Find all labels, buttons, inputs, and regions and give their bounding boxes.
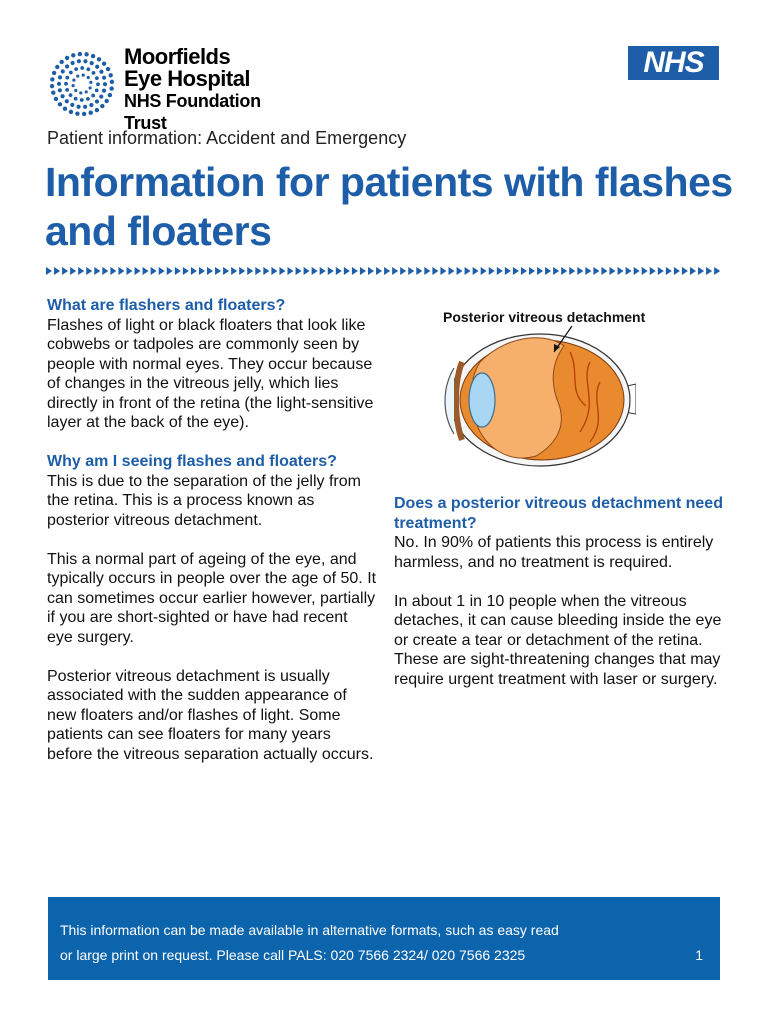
document-category: Patient information: Accident and Emerge… — [47, 128, 407, 148]
moorfields-sunburst-icon — [49, 51, 115, 117]
paragraph-what-are: Flashes of light or black floaters that … — [47, 316, 374, 432]
logo-trust: NHS Foundation Trust — [124, 91, 261, 133]
heading-what-are: What are flashers and floaters? — [47, 297, 286, 314]
logo-name-line2: Eye Hospital — [124, 66, 251, 91]
arrow-divider — [46, 267, 721, 275]
footer-line-2: or large print on request. Please call P… — [60, 947, 526, 963]
paragraph-why-2: This a normal part of ageing of the eye,… — [47, 550, 377, 646]
logo-name-line1: Moorfields — [124, 44, 231, 69]
moorfields-logo: Moorfields Eye Hospital NHS Foundation T… — [48, 44, 298, 133]
footer-line-1: This information can be made available i… — [60, 922, 559, 938]
nhs-logo: NHS — [628, 46, 719, 80]
heading-treatment: Does a posterior vitreous detachment nee… — [394, 495, 723, 532]
eye-cross-section-icon — [444, 325, 636, 467]
page-number: 1 — [695, 947, 703, 963]
heading-why: Why am I seeing flashes and floaters? — [47, 453, 337, 470]
paragraph-why-1: This is due to the separation of the jel… — [47, 472, 361, 529]
paragraph-treatment-1: No. In 90% of patients this process is e… — [394, 534, 714, 571]
left-column: What are flashers and floaters? Flashes … — [47, 296, 377, 784]
paragraph-treatment-2: In about 1 in 10 people when the vitreou… — [394, 592, 722, 688]
footer-banner: This information can be made available i… — [48, 897, 720, 980]
right-column: Does a posterior vitreous detachment nee… — [394, 494, 724, 709]
paragraph-why-3: Posterior vitreous detachment is usually… — [47, 667, 374, 763]
diagram-title: Posterior vitreous detachment — [443, 309, 646, 325]
page-title: Information for patients with flashes an… — [45, 159, 733, 254]
